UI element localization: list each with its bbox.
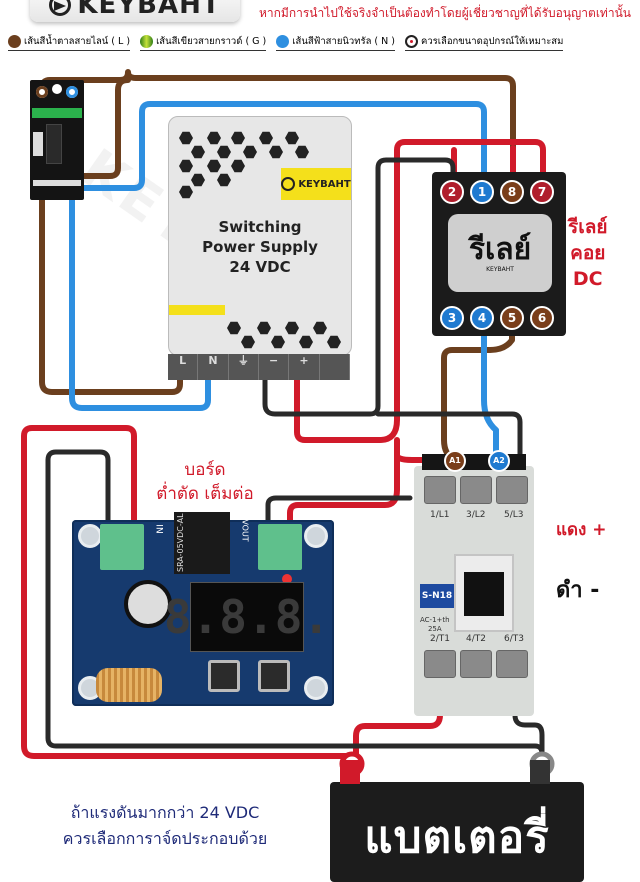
wire-negative-psu-to-relay2 bbox=[262, 157, 456, 417]
vent-hole bbox=[179, 131, 193, 145]
wire-line-psu-loop bbox=[39, 185, 183, 395]
wire-negative-psu-to-contactor bbox=[375, 411, 523, 498]
blue-dot-icon bbox=[276, 35, 290, 48]
wire-positive-contactor-t1 bbox=[353, 632, 443, 767]
status-led bbox=[282, 574, 292, 584]
legend-label: เส้นสีน้ำตาลสายไลน์ ( L ) bbox=[24, 36, 131, 47]
psu-brand-label: KEYBAHT bbox=[281, 168, 351, 200]
legend-item-note: ควรเลือกขนาดอุปกรณ์ให้เหมาะสม bbox=[404, 34, 564, 51]
vent-hole bbox=[191, 145, 205, 159]
inductor-coil bbox=[96, 668, 162, 702]
wire-negative-contactor-t3 bbox=[512, 632, 545, 767]
relay-pin-7: 7 bbox=[530, 180, 554, 204]
psu-title: Switching Power Supply 24 VDC bbox=[202, 218, 318, 276]
vent-hole bbox=[271, 335, 285, 349]
relay-socket: 2 1 8 7 รีเลย์ KEYBAHT 3 4 5 6 bbox=[432, 172, 566, 336]
contactor-model: S-N18 bbox=[420, 584, 454, 608]
relay-pin-4: 4 bbox=[470, 306, 494, 330]
coil-terminal-a1: A1 bbox=[444, 450, 466, 472]
voltage-note: ถ้าแรงดันมากกว่า 24 VDC ควรเลือกการาจ์ดป… bbox=[62, 803, 268, 848]
vent-hole bbox=[217, 145, 231, 159]
vent-hole bbox=[191, 173, 205, 187]
polarity-red-label: แดง + bbox=[556, 520, 607, 540]
logo-icon bbox=[281, 177, 296, 191]
relay-side-label: รีเลย์ คอย DC bbox=[568, 216, 608, 290]
vent-hole bbox=[227, 321, 241, 335]
psu-terminal-n: N bbox=[198, 354, 229, 380]
coil-terminal-a2: A2 bbox=[488, 450, 510, 472]
capacitor bbox=[124, 580, 172, 628]
vent-hole bbox=[257, 321, 271, 335]
relay-pin-2: 2 bbox=[440, 180, 464, 204]
wire-line-relay5-to-a1 bbox=[441, 315, 515, 463]
contactor-rating: AC-1+th 25A bbox=[420, 616, 450, 633]
vent-hole bbox=[285, 321, 299, 335]
legend-item-ground: เส้นสีเขียวสายกราวด์ ( G ) bbox=[140, 34, 267, 51]
battery: แบตเตอรี่ bbox=[330, 760, 584, 882]
safety-warning: หากมีการนำไปใช้จริงจำเป็นต้องทำโดยผู้เชี… bbox=[259, 6, 631, 20]
vent-hole bbox=[231, 131, 245, 145]
vent-hole bbox=[207, 131, 221, 145]
relay-pin-5: 5 bbox=[500, 306, 524, 330]
psu-terminal-l: L bbox=[168, 354, 199, 380]
board-relay: SRA-05VDC-AL bbox=[174, 512, 230, 574]
logo-icon bbox=[49, 0, 72, 16]
wire-legend: เส้นสีน้ำตาลสายไลน์ ( L ) เส้นสีเขียวสาย… bbox=[8, 34, 632, 51]
brown-dot-icon bbox=[8, 35, 21, 48]
vent-hole bbox=[295, 145, 309, 159]
seven-segment-display: 8.8.8. bbox=[164, 582, 330, 652]
psu-terminal-block: L N ⏚ − + bbox=[168, 354, 350, 380]
output-terminal-block bbox=[258, 524, 302, 570]
psu-terminal-positive: + bbox=[289, 354, 320, 380]
legend-label: เส้นสีฟ้าสายนิวทรัล ( N ) bbox=[292, 36, 395, 47]
input-terminal-block bbox=[100, 524, 144, 570]
wire-negative-board-out bbox=[265, 495, 413, 543]
magnetic-contactor: A1 A2 1/L1 3/L2 5/L3 S-N18 AC-1+th 25A 2… bbox=[414, 450, 534, 716]
vent-hole bbox=[241, 335, 255, 349]
legend-item-line: เส้นสีน้ำตาลสายไลน์ ( L ) bbox=[8, 34, 131, 51]
relay-cap: รีเลย์ KEYBAHT bbox=[448, 214, 552, 292]
voltage-cutoff-board: IN VOUT SRA-05VDC-AL 8.8.8. bbox=[72, 512, 334, 706]
wire-negative-board-in bbox=[45, 449, 545, 767]
breaker-handle[interactable] bbox=[46, 124, 62, 164]
battery-label: แบตเตอรี่ bbox=[364, 812, 550, 863]
relay-pin-3: 3 bbox=[440, 306, 464, 330]
breaker-terminal-line-in bbox=[36, 86, 48, 98]
circuit-breaker bbox=[30, 80, 84, 200]
vent-hole bbox=[313, 321, 327, 335]
relay-pin-1: 1 bbox=[470, 180, 494, 204]
wire-positive-relay7-loop bbox=[294, 139, 546, 443]
red-ring-icon bbox=[404, 35, 418, 48]
switching-power-supply: KEYBAHT Switching Power Supply 24 VDC bbox=[168, 116, 352, 356]
vent-hole bbox=[269, 145, 283, 159]
relay-pin-6: 6 bbox=[530, 306, 554, 330]
vent-hole bbox=[231, 159, 245, 173]
wire-neutral-relay4-to-a2 bbox=[481, 315, 499, 463]
legend-label: เส้นสีเขียวสายกราวด์ ( G ) bbox=[156, 36, 267, 47]
vent-hole bbox=[217, 173, 231, 187]
board-button-right[interactable] bbox=[258, 660, 290, 692]
vent-hole bbox=[259, 131, 273, 145]
contactor-window bbox=[454, 554, 514, 632]
vent-hole bbox=[179, 185, 193, 199]
green-dot-icon bbox=[140, 35, 154, 48]
polarity-black-label: ดำ - bbox=[556, 578, 600, 603]
brand-name: KEYBAHT bbox=[77, 0, 221, 20]
board-button-left[interactable] bbox=[208, 660, 240, 692]
board-label: บอร์ด ต่ำตัด เต็มต่อ bbox=[156, 460, 254, 504]
ground-icon: ⏚ bbox=[229, 354, 259, 380]
psu-terminal-negative: − bbox=[259, 354, 290, 380]
legend-item-neutral: เส้นสีฟ้าสายนิวทรัล ( N ) bbox=[276, 34, 395, 51]
legend-label: ควรเลือกขนาดอุปกรณ์ให้เหมาะสม bbox=[420, 36, 564, 47]
vent-hole bbox=[243, 145, 257, 159]
vent-hole bbox=[179, 159, 193, 173]
vent-hole bbox=[285, 131, 299, 145]
breaker-terminal-neutral-in bbox=[66, 86, 78, 98]
brand-logo: KEYBAHT bbox=[30, 0, 240, 22]
vent-hole bbox=[327, 335, 341, 349]
wire-neutral-breaker-to-psu bbox=[69, 185, 211, 411]
relay-pin-8: 8 bbox=[500, 180, 524, 204]
vent-hole bbox=[299, 335, 313, 349]
vent-hole bbox=[207, 159, 221, 173]
